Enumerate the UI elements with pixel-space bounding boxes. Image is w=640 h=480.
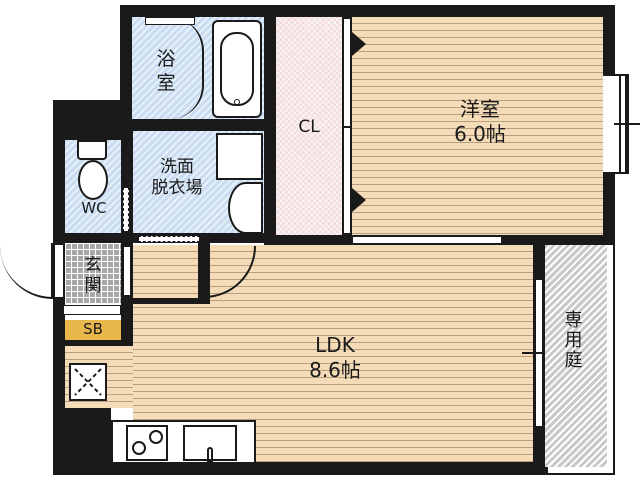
ldk-label: LDK 8.6帖	[309, 333, 361, 382]
closet-floor	[276, 17, 342, 235]
kitchen-corner-wall	[53, 408, 111, 475]
wall-shoebox-bottom	[53, 340, 133, 346]
front-door[interactable]	[0, 243, 53, 299]
closet-door-divider	[342, 126, 352, 128]
shower-curve	[170, 17, 204, 119]
bathtub-icon	[212, 20, 262, 118]
wall-hall-box	[133, 298, 209, 304]
entrance-label: 玄 関	[84, 255, 102, 297]
ventilation-duct-icon	[69, 363, 107, 401]
washroom-sliding-door[interactable]	[138, 236, 200, 242]
window-handle	[522, 352, 556, 354]
washroom-label: 洗面 脱衣場	[151, 157, 203, 199]
wc-sliding-door[interactable]	[123, 187, 129, 232]
wc-label: WC	[81, 199, 107, 217]
western-room-label: 洋室 6.0帖	[454, 97, 506, 146]
entrance-ldk-door[interactable]	[123, 246, 131, 296]
gas-stove-icon	[126, 425, 168, 461]
front-door-panel	[53, 243, 65, 299]
exterior-wall-bottom	[53, 462, 548, 475]
western-room-sliding-door[interactable]	[352, 236, 502, 244]
window-handle	[614, 123, 640, 125]
wall-closet-left	[264, 5, 276, 245]
exterior-wall-top	[120, 5, 615, 17]
exterior-wall-wc-top	[53, 100, 133, 140]
bath-vanity-icon	[145, 17, 195, 25]
wall-bath-wash	[120, 119, 265, 131]
closet-label: CL	[298, 117, 320, 137]
shoe-box	[65, 320, 121, 340]
sink-basin-icon	[228, 182, 263, 234]
closet-hinge-icon-top	[352, 32, 366, 56]
shoe-box-label: SB	[83, 320, 103, 338]
private-garden	[545, 245, 607, 467]
garden-border	[545, 245, 615, 475]
burner-icon	[132, 441, 146, 455]
toilet-bowl-icon	[78, 160, 108, 200]
entrance-floor	[65, 243, 121, 303]
shoe-box-door[interactable]	[63, 305, 121, 315]
washing-machine-icon	[216, 133, 263, 180]
x-mark-icon	[74, 368, 102, 396]
private-garden-label: 専用庭	[561, 310, 583, 370]
exterior-wall-left-upper	[120, 5, 132, 125]
toilet-tank-icon	[77, 140, 107, 160]
faucet-icon	[207, 447, 213, 463]
burner-icon	[149, 430, 163, 444]
kitchen-sink-icon	[183, 425, 237, 463]
western-room-floor	[352, 17, 603, 235]
closet-hinge-icon-bottom	[352, 188, 366, 212]
